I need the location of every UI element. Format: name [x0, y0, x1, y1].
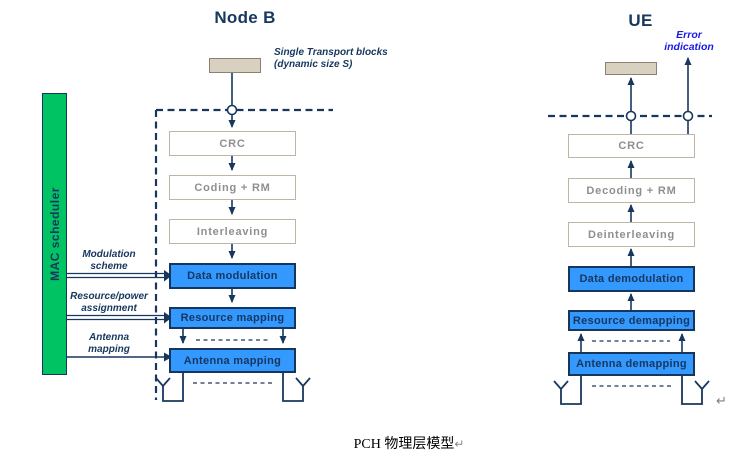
nodeb-box-coding-rm: Coding + RM: [169, 175, 296, 200]
mac-scheduler-label: MAC scheduler: [47, 187, 62, 281]
antenna-icon-nodeb-right: [282, 372, 311, 402]
error-indication-line1: Error: [676, 29, 702, 41]
transport-block-annotation-line2: (dynamic size S): [274, 59, 353, 70]
antenna-mapping-arrow: [67, 352, 172, 362]
diagram-caption-text: PCH 物理层模型: [353, 437, 455, 452]
control-label-resource-power: Resource/power assignment: [66, 291, 152, 314]
control-label-antenna-mapping: Antenna mapping: [75, 332, 143, 355]
nodeb-stream-dashes: [193, 339, 273, 384]
nodeb-box-interleaving: Interleaving: [169, 219, 296, 244]
nodeb-flow-lines: [179, 73, 287, 344]
nodeb-box-antenna-mapping: Antenna mapping: [169, 348, 296, 373]
ue-box-decoding-rm: Decoding + RM: [568, 178, 695, 203]
control-label-resource-power-line2: assignment: [81, 302, 137, 314]
transport-block-annotation-line1: Single Transport blocks: [274, 47, 388, 58]
control-label-antenna-mapping-line2: mapping: [88, 343, 130, 355]
nodeb-box-crc: CRC: [169, 131, 296, 156]
junction-circle-nodeb: [226, 104, 238, 116]
transport-block-annotation: Single Transport blocks (dynamic size S): [274, 47, 394, 71]
error-indication-label: Error indication: [652, 29, 726, 53]
ue-box-crc: CRC: [568, 134, 695, 158]
control-label-antenna-mapping-line1: Antenna: [89, 332, 129, 343]
nodeb-dashed-boundary: [154, 108, 333, 400]
antenna-icon-ue-right: [681, 376, 710, 405]
ue-stream-dashes: [592, 340, 672, 387]
control-label-modulation-line1: Modulation: [82, 249, 136, 260]
ue-title: UE: [628, 11, 653, 30]
ue-flow-lines: [577, 57, 692, 352]
control-label-resource-power-line1: Resource/power: [70, 291, 148, 302]
junction-circle-ue-data: [625, 110, 637, 122]
caption-paragraph-mark-icon: ↵: [454, 437, 465, 451]
control-label-modulation-line2: scheme: [90, 260, 128, 272]
antenna-icon-nodeb-left: [155, 372, 184, 402]
control-label-modulation: Modulation scheme: [75, 249, 143, 272]
mac-control-arrows: [67, 270, 172, 362]
nodeb-box-data-modulation: Data modulation: [169, 263, 296, 289]
diagram-caption: PCH 物理层模型↵: [304, 433, 514, 453]
mac-scheduler-box: MAC scheduler: [42, 93, 67, 375]
paragraph-mark-icon: ↵: [716, 393, 727, 408]
junction-circle-ue-error: [682, 110, 694, 122]
resource-power-arrow: [67, 312, 172, 324]
antenna-icon-ue-left: [553, 376, 582, 405]
ue-box-deinterleaving: Deinterleaving: [568, 222, 695, 247]
transport-block-nodeb: [209, 58, 261, 73]
ue-box-resource-demapping: Resource demapping: [568, 310, 695, 331]
ue-box-data-demodulation: Data demodulation: [568, 266, 695, 292]
ue-box-antenna-demapping: Antenna demapping: [568, 352, 695, 376]
nodeb-box-resource-mapping: Resource mapping: [169, 307, 296, 329]
modulation-scheme-arrow: [67, 270, 172, 282]
error-indication-line2: indication: [664, 41, 714, 53]
transport-block-ue: [605, 62, 657, 75]
nodeb-title: Node B: [214, 8, 276, 27]
